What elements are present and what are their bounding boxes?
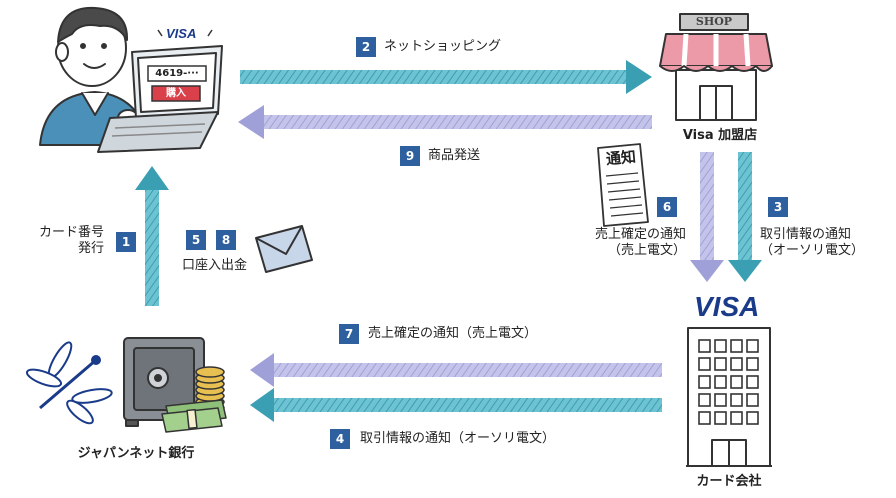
arrow-1-card-issue (135, 166, 169, 306)
envelope-icon (255, 225, 313, 273)
card-company-name: カード会社 (696, 474, 762, 489)
arrow-6-sales-confirm (690, 152, 724, 282)
card-number-field (147, 65, 207, 82)
step-9-badge: 9 (400, 146, 420, 166)
notice-document-icon (597, 143, 649, 227)
step-7-label: 売上確定の通知（売上電文） (368, 326, 538, 341)
buy-button-label: 購入 (166, 88, 186, 99)
step-1-label: カード番号 発行 (38, 225, 104, 256)
safe-icon (123, 337, 205, 427)
arrow-9-goods-shipment (238, 105, 652, 139)
bank-name: ジャパンネット銀行 (77, 446, 195, 461)
step-2-label: ネットショッピング (384, 39, 502, 54)
step-5-8-label: 口座入出金 (182, 258, 248, 273)
step-6-label: 売上確定の通知 （売上電文） (594, 227, 686, 258)
cash-bundle-icon (161, 399, 227, 433)
step-4-badge: 4 (330, 429, 350, 449)
buy-button-shape (151, 85, 201, 102)
building-windows (698, 339, 759, 425)
step-1-badge: 1 (116, 232, 136, 252)
step-3-label: 取引情報の通知 （オーソリ電文） (760, 227, 865, 258)
shop-sign: SHOP (695, 15, 733, 28)
arrow-7-sales-confirm (250, 353, 662, 387)
visa-sparkle-icon (157, 29, 213, 37)
laptop-visa-brand: VISA (166, 26, 197, 41)
card-number-text: 4619-··· (155, 68, 199, 79)
arrow-2-net-shopping (240, 60, 652, 94)
dragonfly-logo-icon (25, 341, 113, 425)
step-5-badge: 5 (186, 230, 206, 250)
visa-logo: VISA (694, 291, 760, 322)
step-4-label: 取引情報の通知（オーソリ電文） (360, 431, 556, 446)
step-6-badge: 6 (657, 197, 677, 217)
step-7-badge: 7 (339, 324, 359, 344)
notice-document-title: 通知 (605, 147, 637, 169)
step-2-badge: 2 (356, 37, 376, 57)
step-3-badge: 3 (768, 197, 788, 217)
arrow-3-authorization (728, 152, 762, 282)
shop-illustration (659, 13, 773, 121)
shop-name: Visa 加盟店 (682, 128, 758, 143)
step-8-badge: 8 (216, 230, 236, 250)
step-9-label: 商品発送 (428, 148, 481, 163)
arrow-4-authorization (250, 388, 662, 422)
